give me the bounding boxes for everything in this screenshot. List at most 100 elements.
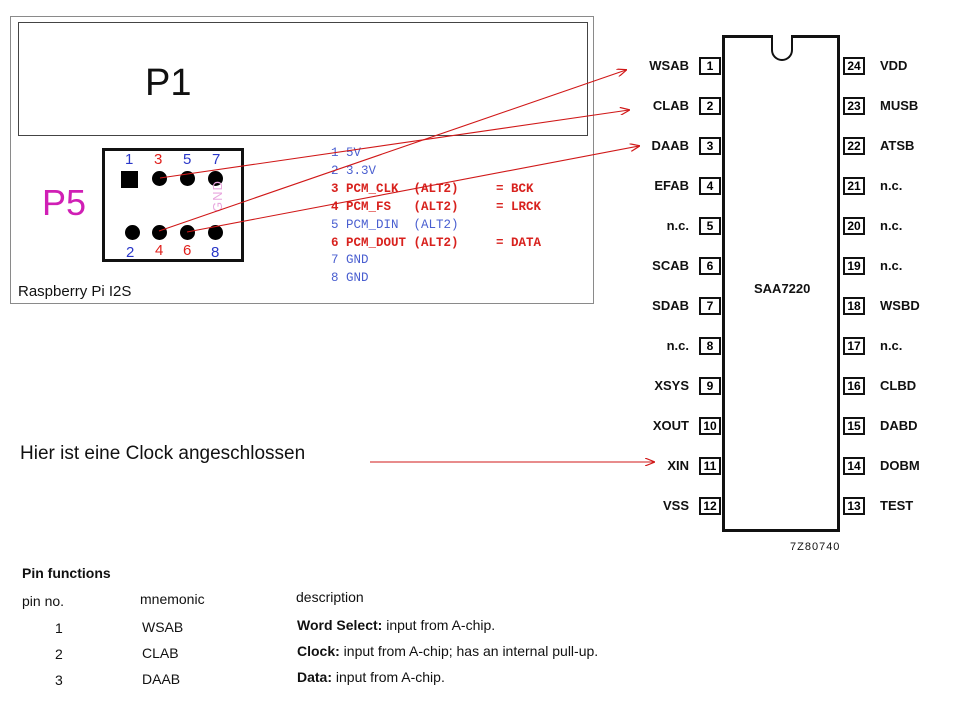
chip-pin-number: 11: [699, 457, 721, 475]
chip-pin-label: CLAB: [652, 98, 689, 113]
chip-pin-number: 2: [699, 97, 721, 115]
pf-header-mnemonic: mnemonic: [140, 591, 205, 607]
pin-assignment-line: 8 GND: [331, 271, 369, 286]
chip-pin-label: n.c.: [880, 218, 903, 233]
pin-assignment-line: 3 PCM_CLK (ALT2) = BCK: [331, 181, 534, 196]
pin-assignment-line: 6 PCM_DOUT (ALT2) = DATA: [331, 235, 542, 250]
pin-functions-title: Pin functions: [22, 565, 111, 581]
p5-pin-1-square: [121, 171, 138, 188]
pf-pin-number: 3: [55, 672, 63, 688]
chip-pin-number: 9: [699, 377, 721, 395]
wire-pin3-to-clab: [159, 110, 629, 179]
chip-pin-number: 1: [699, 57, 721, 75]
pin-assignment-line: 4 PCM_FS (ALT2) = LRCK: [331, 199, 542, 214]
chip-pin-number: 14: [843, 457, 865, 475]
pf-pin-number: 2: [55, 646, 63, 662]
chip-pin-label: WSBD: [880, 298, 920, 313]
chip-pin-label: TEST: [880, 498, 914, 513]
chip-pin-number: 15: [843, 417, 865, 435]
chip-pin-number: 23: [843, 97, 865, 115]
wire-pin4-to-wsab: [158, 70, 626, 232]
chip-pin-label: CLBD: [880, 378, 917, 393]
p5-label: P5: [42, 182, 87, 223]
chip-pin-number: 10: [699, 417, 721, 435]
pf-pin-number: 1: [55, 620, 63, 636]
pf-header-description: description: [296, 589, 364, 605]
p5-pin-number: 1: [125, 151, 134, 168]
chip-pin-label: XSYS: [654, 378, 689, 393]
chip-pin-number: 17: [843, 337, 865, 355]
p5-pin-number: 8: [211, 244, 220, 261]
p5-pin-number: 6: [183, 242, 192, 259]
pf-description: Clock: input from A-chip; has an interna…: [297, 643, 598, 659]
pf-description: Word Select: input from A-chip.: [297, 617, 495, 633]
rpi-caption: Raspberry Pi I2S: [18, 283, 132, 300]
pf-description: Data: input from A-chip.: [297, 669, 445, 685]
chip-pin-number: 22: [843, 137, 865, 155]
chip-pin-label: n.c.: [666, 338, 689, 353]
p5-pin-number: 3: [154, 151, 163, 168]
p5-pin-6: [180, 225, 195, 240]
saa7220-chip: [722, 35, 840, 532]
pf-description-term: Clock:: [297, 643, 340, 659]
chip-pin-number: 12: [699, 497, 721, 515]
chip-pin-label: DAAB: [651, 138, 689, 153]
pf-description-term: Data:: [297, 669, 333, 685]
pin-assignment-line: 7 GND: [331, 253, 369, 268]
p5-pin-8: [208, 225, 223, 240]
chip-notch: [771, 35, 793, 61]
p5-pin-number: 4: [155, 242, 164, 259]
chip-part-number: 7Z80740: [790, 541, 841, 553]
chip-pin-number: 5: [699, 217, 721, 235]
wire-pin6-to-daab: [186, 146, 639, 233]
chip-pin-label: n.c.: [880, 178, 903, 193]
chip-pin-label: SDAB: [652, 298, 689, 313]
p1-label: P1: [145, 62, 192, 104]
chip-pin-label: DOBM: [880, 458, 920, 473]
chip-pin-label: n.c.: [666, 218, 689, 233]
pf-description-text: input from A-chip.: [382, 617, 496, 633]
chip-pin-label: VSS: [662, 498, 689, 513]
chip-pin-number: 21: [843, 177, 865, 195]
pf-description-term: Word Select:: [297, 617, 383, 633]
chip-pin-label: n.c.: [880, 338, 903, 353]
p5-pin-2: [125, 225, 140, 240]
chip-pin-number: 7: [699, 297, 721, 315]
chip-pin-number: 13: [843, 497, 865, 515]
chip-name: SAA7220: [754, 281, 811, 296]
p5-pin-number: 2: [126, 244, 135, 261]
pf-description-text: input from A-chip; has an internal pull-…: [339, 643, 599, 659]
raspberry-pi-panel: [10, 16, 594, 304]
chip-pin-label: VDD: [880, 58, 908, 73]
pf-mnemonic: WSAB: [142, 619, 184, 635]
chip-pin-number: 4: [699, 177, 721, 195]
chip-pin-number: 16: [843, 377, 865, 395]
p5-pin-7: [208, 171, 223, 186]
chip-pin-number: 3: [699, 137, 721, 155]
chip-pin-number: 6: [699, 257, 721, 275]
p5-pin-number: 5: [183, 151, 192, 168]
pf-mnemonic: DAAB: [142, 671, 181, 687]
p5-header-box: [102, 148, 244, 262]
p5-pin-3: [152, 171, 167, 186]
chip-pin-label: n.c.: [880, 258, 903, 273]
chip-pin-label: XIN: [667, 458, 689, 473]
pf-description-text: input from A-chip.: [332, 669, 445, 685]
chip-pin-number: 20: [843, 217, 865, 235]
chip-pin-label: SCAB: [652, 258, 689, 273]
chip-pin-number: 18: [843, 297, 865, 315]
clock-note: Hier ist eine Clock angeschlossen: [20, 443, 306, 464]
p1-header-box: [18, 22, 588, 136]
p5-pin-number: 7: [212, 151, 221, 168]
chip-pin-label: MUSB: [880, 98, 919, 113]
chip-pin-number: 8: [699, 337, 721, 355]
chip-pin-number: 19: [843, 257, 865, 275]
chip-pin-label: ATSB: [880, 138, 915, 153]
chip-pin-label: EFAB: [654, 178, 689, 193]
chip-pin-label: XOUT: [652, 418, 689, 433]
chip-pin-number: 24: [843, 57, 865, 75]
chip-pin-label: WSAB: [649, 58, 689, 73]
pf-header-pin: pin no.: [22, 593, 65, 609]
